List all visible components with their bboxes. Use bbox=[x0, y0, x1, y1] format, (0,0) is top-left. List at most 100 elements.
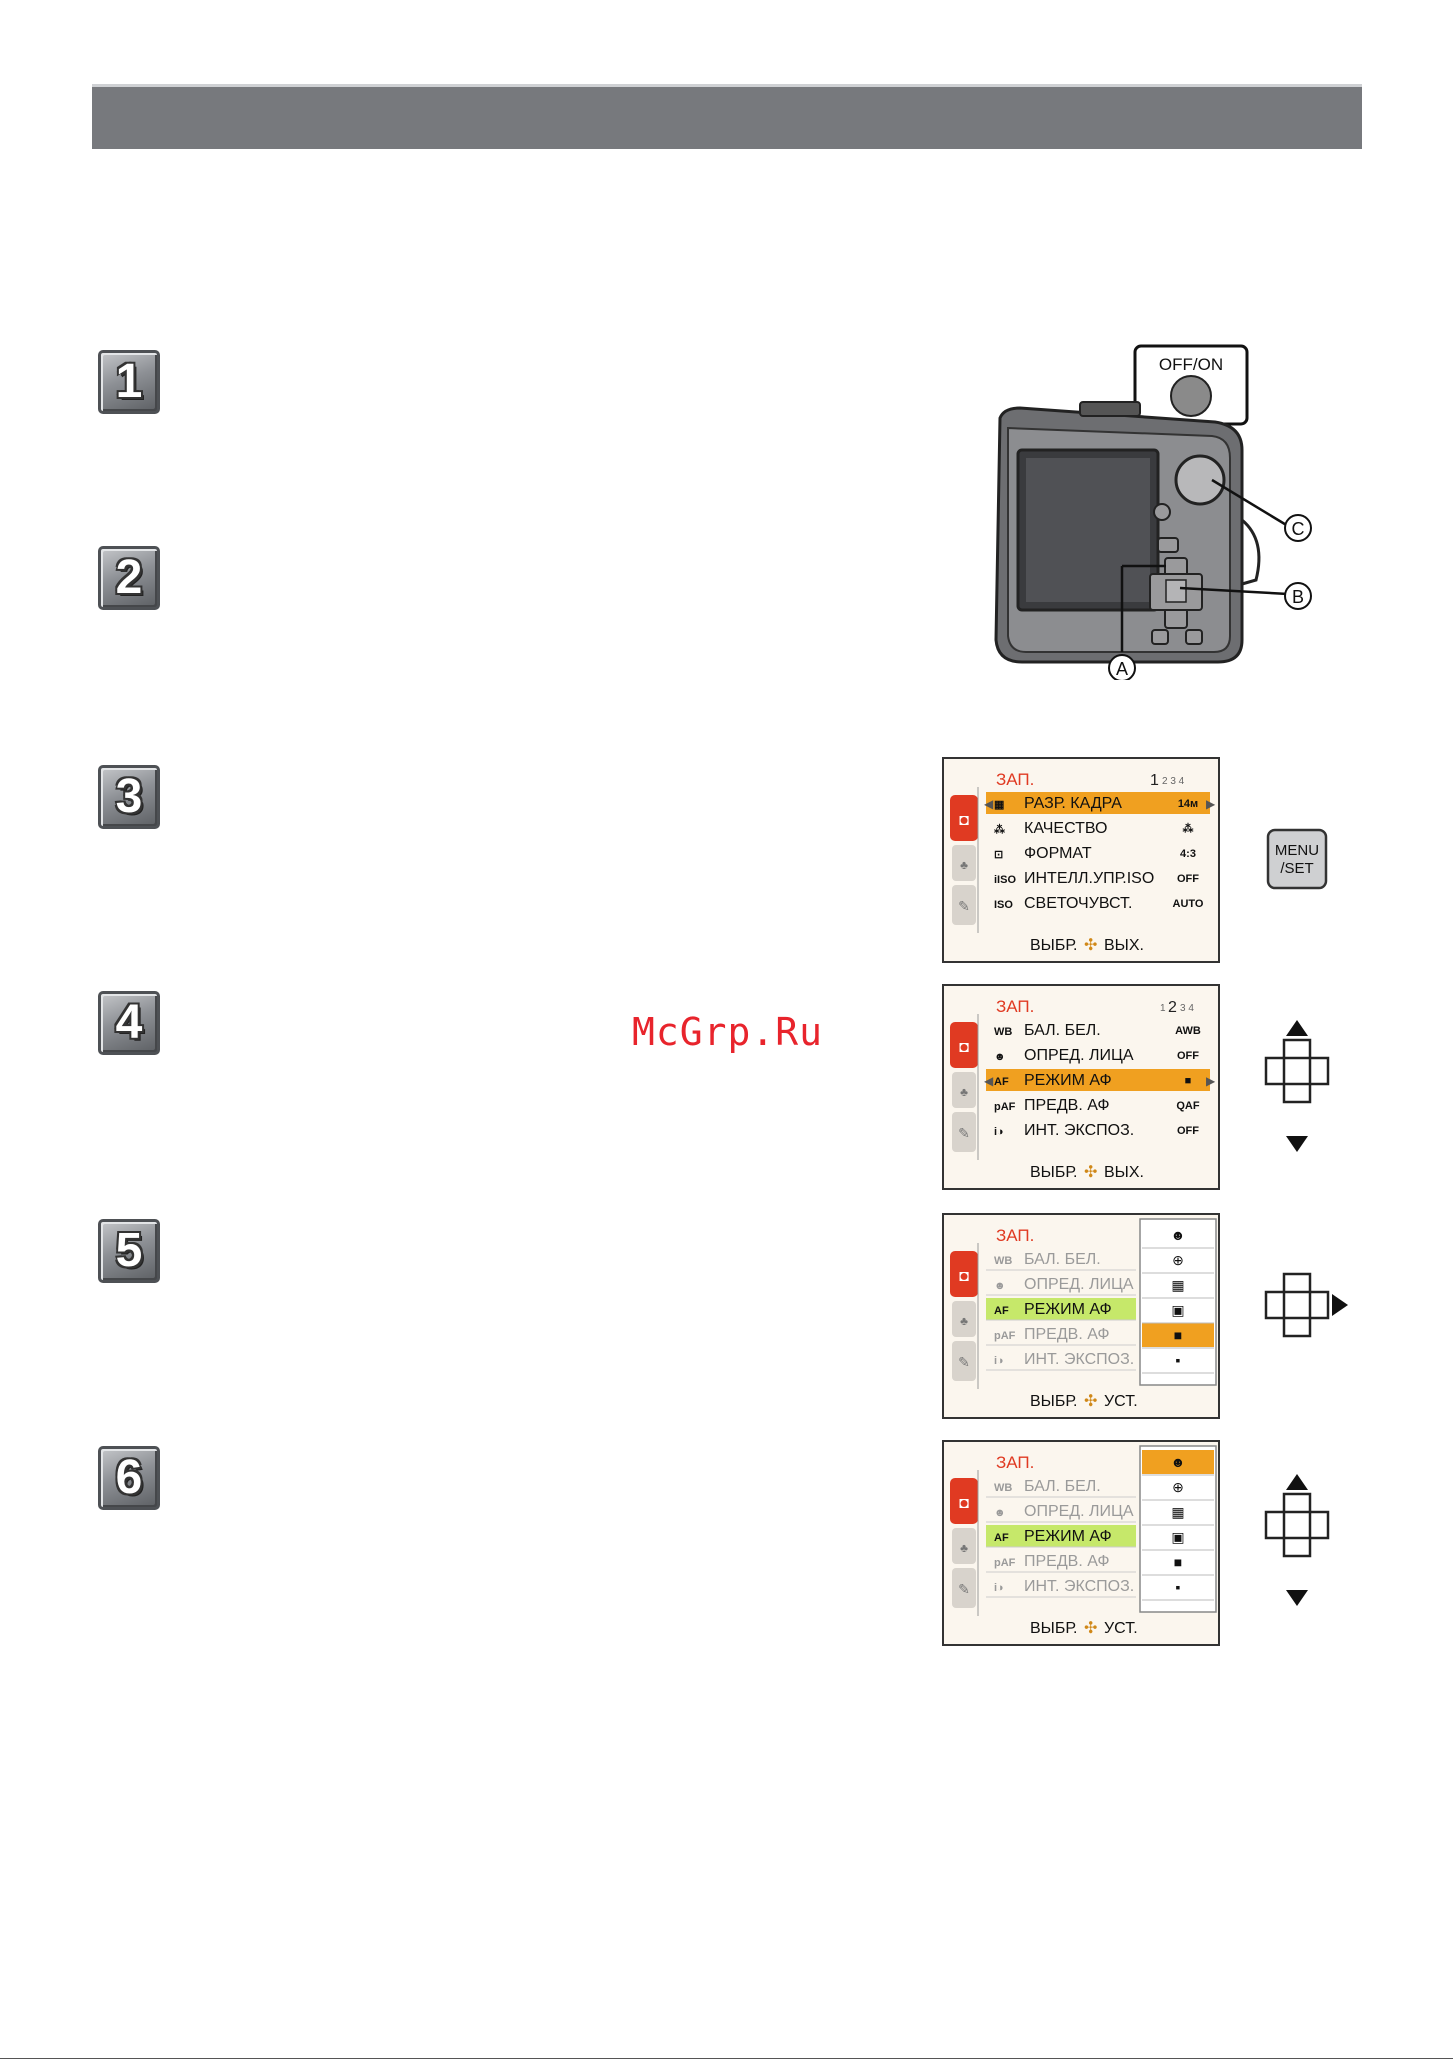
menu-row-icon: ☻ bbox=[994, 1507, 1006, 1519]
svg-text:✎: ✎ bbox=[958, 1354, 970, 1370]
menu-row-value: OFF bbox=[1177, 873, 1199, 885]
menu-row-label: РЕЖИМ АФ bbox=[1024, 1301, 1112, 1318]
menu-row-value: 14м bbox=[1178, 798, 1198, 810]
menu-row-icon: AF bbox=[994, 1532, 1009, 1544]
svg-text:◀: ◀ bbox=[984, 1074, 994, 1088]
menu-row-icon: WB bbox=[994, 1026, 1012, 1038]
af-option-icon: ▣ bbox=[1171, 1302, 1184, 1318]
menu-row-icon: ☻ bbox=[994, 1051, 1006, 1063]
menu-row-label: ПРЕДВ. АФ bbox=[1024, 1326, 1110, 1343]
menu-set-button-icon: MENU /SET bbox=[1266, 828, 1328, 890]
af-option-icon: ▦ bbox=[1171, 1504, 1184, 1520]
step-number-6: 6 bbox=[98, 1446, 160, 1510]
callout-a: A bbox=[1116, 659, 1128, 679]
menu-row-label: ИНТ. ЭКСПОЗ. bbox=[1024, 1122, 1134, 1139]
footer-exit: ВЫХ. bbox=[1104, 937, 1144, 954]
step-number-3: 3 bbox=[98, 765, 160, 829]
menu-row-icon: AF bbox=[994, 1305, 1009, 1317]
callout-b: B bbox=[1292, 587, 1304, 607]
menu-row-label: ИНТЕЛЛ.УПР.ISO bbox=[1024, 870, 1154, 887]
footer-set: УСТ. bbox=[1104, 1620, 1138, 1637]
menu-title: ЗАП. bbox=[996, 770, 1034, 789]
menu-row-icon: pAF bbox=[994, 1101, 1016, 1113]
menu-row-label: РЕЖИМ АФ bbox=[1024, 1072, 1112, 1089]
af-option-icon: ▦ bbox=[1171, 1277, 1184, 1293]
svg-text:▶: ▶ bbox=[1206, 1074, 1216, 1088]
svg-text:✣: ✣ bbox=[1084, 1164, 1097, 1181]
footer-icon: ✣ bbox=[1084, 937, 1097, 954]
watermark: McGrp.Ru bbox=[632, 1010, 824, 1054]
menu-row-label: ПРЕДВ. АФ bbox=[1024, 1097, 1110, 1114]
dpad-right-icon bbox=[1264, 1272, 1348, 1338]
menu-row-label: ОПРЕД. ЛИЦА bbox=[1024, 1503, 1134, 1520]
menu-row-icon: pAF bbox=[994, 1557, 1016, 1569]
step-number-4: 4 bbox=[98, 991, 160, 1055]
footer-rule bbox=[0, 2058, 1453, 2059]
svg-text:✎: ✎ bbox=[958, 1125, 970, 1141]
menu-set-line2: /SET bbox=[1280, 860, 1313, 877]
svg-text:◘: ◘ bbox=[959, 1039, 969, 1056]
af-option-icon: ▣ bbox=[1171, 1529, 1184, 1545]
af-option-icon: ⊕ bbox=[1172, 1252, 1184, 1268]
af-option-icon: ⊕ bbox=[1172, 1479, 1184, 1495]
af-option-icon: ■ bbox=[1174, 1327, 1182, 1343]
svg-text:▶: ▶ bbox=[1206, 797, 1216, 811]
svg-text:◀: ◀ bbox=[984, 797, 994, 811]
menu-row-value: OFF bbox=[1177, 1125, 1199, 1137]
page-indicator-current: 1 bbox=[1150, 772, 1159, 789]
page-indicator-pre: 1 bbox=[1160, 1003, 1166, 1014]
footer-select: ВЫБР. bbox=[1030, 1393, 1077, 1410]
menu-row-icon: AF bbox=[994, 1076, 1009, 1088]
menu-row-label: КАЧЕСТВО bbox=[1024, 820, 1107, 837]
menu-row-label: ПРЕДВ. АФ bbox=[1024, 1553, 1110, 1570]
menu-row-label: ОПРЕД. ЛИЦА bbox=[1024, 1276, 1134, 1293]
af-option-icon: ▪ bbox=[1176, 1352, 1181, 1368]
menu-row-label: СВЕТОЧУВСТ. bbox=[1024, 895, 1132, 912]
af-option-icon: ▪ bbox=[1176, 1579, 1181, 1595]
section-header-bar bbox=[92, 84, 1362, 149]
menu-row-label: РЕЖИМ АФ bbox=[1024, 1528, 1112, 1545]
menu-title: ЗАП. bbox=[996, 1226, 1034, 1245]
power-label: OFF/ON bbox=[1159, 355, 1223, 374]
power-button-icon bbox=[1170, 375, 1212, 417]
menu-row-value: OFF bbox=[1177, 1050, 1199, 1062]
menu-row-label: ФОРМАТ bbox=[1024, 845, 1092, 862]
menu-row-label: БАЛ. БЕЛ. bbox=[1024, 1251, 1101, 1268]
svg-text:◘: ◘ bbox=[959, 1495, 969, 1512]
svg-text:✣: ✣ bbox=[1084, 1620, 1097, 1637]
svg-text:✎: ✎ bbox=[958, 1581, 970, 1597]
menu-row-icon: pAF bbox=[994, 1330, 1016, 1342]
footer-exit: ВЫХ. bbox=[1104, 1164, 1144, 1181]
af-option-icon: ☻ bbox=[1171, 1227, 1186, 1243]
dpad-up-down-icon-2 bbox=[1264, 1474, 1330, 1606]
svg-text:♣: ♣ bbox=[960, 1085, 968, 1099]
menu-row-value: ■ bbox=[1185, 1075, 1192, 1087]
menu-row-label: ОПРЕД. ЛИЦА bbox=[1024, 1047, 1134, 1064]
tab-icon-wrench: ✎ bbox=[958, 898, 970, 914]
menu-row-value: 4:3 bbox=[1180, 848, 1196, 860]
menu-row-label: РАЗР. КАДРА bbox=[1024, 795, 1122, 812]
menu-row-label: ИНТ. ЭКСПОЗ. bbox=[1024, 1578, 1134, 1595]
af-option-icon: ☻ bbox=[1171, 1454, 1186, 1470]
camera-illustration: OFF/ON C B A bbox=[994, 344, 1312, 680]
menu-title: ЗАП. bbox=[996, 997, 1034, 1016]
page-indicator-rest: 2 3 4 bbox=[1162, 776, 1185, 787]
page-indicator-current: 2 bbox=[1168, 999, 1177, 1016]
menu-row-label: БАЛ. БЕЛ. bbox=[1024, 1022, 1101, 1039]
menu-row-icon: WB bbox=[994, 1255, 1012, 1267]
footer-set: УСТ. bbox=[1104, 1393, 1138, 1410]
menu-row-label: ИНТ. ЭКСПОЗ. bbox=[1024, 1351, 1134, 1368]
menu-row-icon: ISO bbox=[994, 899, 1013, 911]
step-number-2: 2 bbox=[98, 546, 160, 610]
menu-title: ЗАП. bbox=[996, 1453, 1034, 1472]
svg-text:◘: ◘ bbox=[959, 812, 969, 829]
menu-row-label: БАЛ. БЕЛ. bbox=[1024, 1478, 1101, 1495]
menu-set-line1: MENU bbox=[1275, 842, 1319, 859]
step-number-5: 5 bbox=[98, 1219, 160, 1283]
menu-row-icon: ⁂ bbox=[994, 823, 1005, 836]
page-indicator-rest: 3 4 bbox=[1180, 1003, 1194, 1014]
menu-row-value: AUTO bbox=[1173, 898, 1204, 910]
